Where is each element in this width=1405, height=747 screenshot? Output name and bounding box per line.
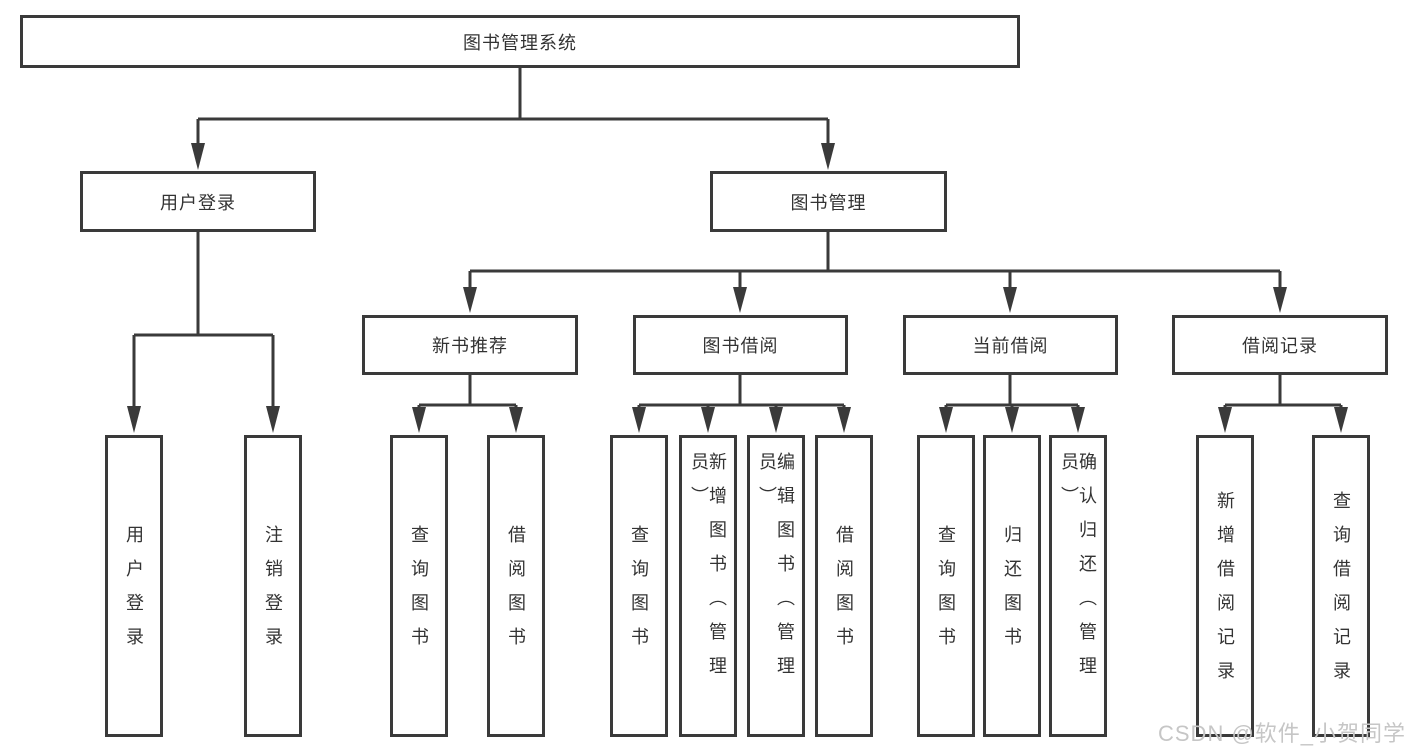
node-current-borrow: 当前借阅 <box>903 315 1118 375</box>
edge-book-management-to-level3 <box>463 232 1287 313</box>
edge-user-login-to-leaves <box>127 232 280 433</box>
leaf-recommend-borrow-book: 借阅图书 <box>487 435 545 737</box>
leaf-borrow-add-book-admin: 新增图书（管理员） <box>679 435 737 737</box>
leaf-borrow-query-book: 查询图书 <box>610 435 668 737</box>
edge-borrow-to-leaves <box>632 375 851 433</box>
csdn-watermark: CSDN @软件_小贺同学 <box>1158 721 1405 746</box>
leaf-current-query-book: 查询图书 <box>917 435 975 737</box>
leaf-current-return-book: 归还图书 <box>983 435 1041 737</box>
edge-record-to-leaves <box>1218 375 1348 433</box>
node-book-borrow: 图书借阅 <box>633 315 848 375</box>
node-user-login: 用户登录 <box>80 171 316 232</box>
node-root-library-system: 图书管理系统 <box>20 15 1020 68</box>
leaf-borrow-borrow-book: 借阅图书 <box>815 435 873 737</box>
edge-recommend-to-leaves <box>412 375 523 433</box>
node-book-management: 图书管理 <box>710 171 947 232</box>
edge-current-to-leaves <box>939 375 1085 433</box>
leaf-user-login: 用户登录 <box>105 435 163 737</box>
leaf-record-query-borrow-record: 查询借阅记录 <box>1312 435 1370 737</box>
leaf-user-logout: 注销登录 <box>244 435 302 737</box>
leaf-record-add-borrow-record: 新增借阅记录 <box>1196 435 1254 737</box>
node-borrow-record: 借阅记录 <box>1172 315 1388 375</box>
leaf-recommend-query-book: 查询图书 <box>390 435 448 737</box>
leaf-current-confirm-return-admin: 确认归还（管理员） <box>1049 435 1107 737</box>
node-new-book-recommend: 新书推荐 <box>362 315 578 375</box>
leaf-borrow-edit-book-admin: 编辑图书（管理员） <box>747 435 805 737</box>
edge-root-to-level2 <box>191 68 835 170</box>
